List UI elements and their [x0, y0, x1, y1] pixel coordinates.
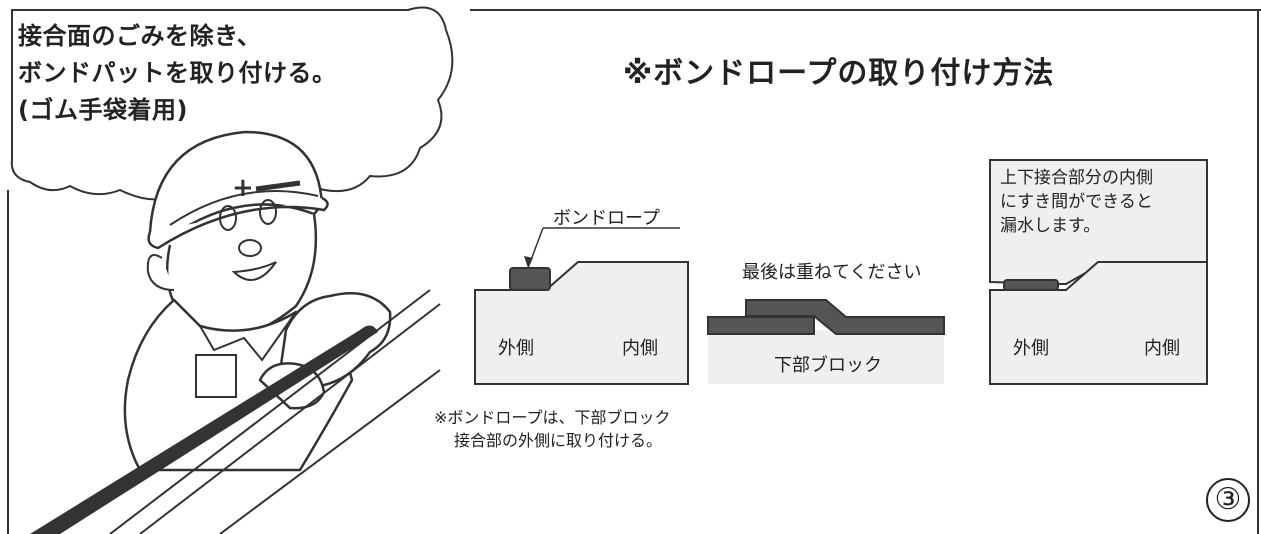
left-block-panel: [474, 261, 689, 385]
right-outer-label: 外側: [1013, 338, 1049, 359]
worker-helmet: [148, 130, 324, 242]
thought-bubble-text: 接合面のごみを除き、 ボンドパットを取り付ける。 (ゴム手袋着用): [18, 18, 337, 129]
main-title: ※ボンドロープの取り付け方法: [623, 56, 1055, 91]
bond-rope-label: ボンドロープ: [553, 208, 660, 229]
frame-right-border: [1257, 9, 1259, 534]
left-outer-label: 外側: [498, 338, 534, 359]
page-number: ③: [1206, 478, 1250, 522]
frame-left-border: [7, 190, 9, 534]
worker-rope: [30, 325, 378, 534]
installation-note: ※ボンドロープは、下部ブロック 接合部の外側に取り付ける。: [434, 406, 670, 452]
center-rope-upper: [745, 299, 945, 335]
left-inner-label: 内側: [622, 338, 658, 359]
note-line-2: 接合部の外側に取り付ける。: [454, 431, 663, 450]
note-line-1: ※ボンドロープは、下部ブロック: [434, 408, 671, 427]
bubble-line-2: ボンドパットを取り付ける。: [18, 59, 337, 87]
right-lower-block: [989, 261, 1208, 385]
bubble-line-3: (ゴム手袋着用): [18, 96, 188, 124]
warning-line-1: 上下接合部分の内側: [1000, 168, 1153, 188]
overlap-caption: 最後は重ねてください: [742, 262, 922, 283]
leak-warning: 上下接合部分の内側 にすき間ができると 漏水します。: [1000, 166, 1153, 238]
helmet-cross-icon: +: [232, 173, 254, 203]
center-block-panel: [708, 330, 944, 384]
right-inner-label: 内側: [1144, 338, 1180, 359]
left-bond-rope: [509, 267, 551, 291]
center-rope-lower: [707, 316, 815, 335]
warning-line-3: 漏水します。: [1000, 216, 1101, 236]
bubble-line-1: 接合面のごみを除き、: [18, 22, 262, 50]
frame-top-border: [470, 9, 1261, 11]
right-bond-rope: [1003, 279, 1059, 291]
warning-line-2: にすき間ができると: [1000, 192, 1153, 212]
lower-block-label: 下部ブロック: [774, 355, 882, 376]
